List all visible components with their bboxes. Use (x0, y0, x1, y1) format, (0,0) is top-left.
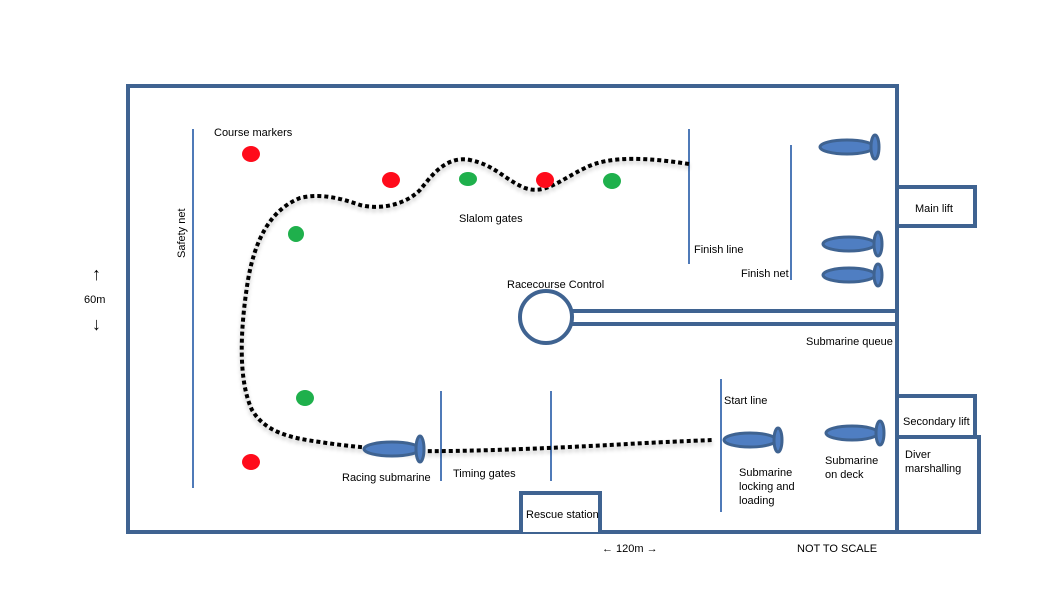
racing-submarine-label: Racing submarine (342, 472, 431, 484)
diver-marshalling-label-2: marshalling (905, 463, 962, 475)
diver-marshalling-label-1: Diver (905, 449, 931, 461)
submarine-queue-label: Submarine queue (806, 336, 893, 348)
safety-net-label: Safety net (176, 208, 188, 258)
submarine-loading (722, 426, 784, 454)
diver-marshalling-box (895, 435, 981, 534)
rescue-station-label: Rescue station (526, 509, 599, 521)
finish-net-label: Finish net (741, 268, 789, 280)
main-lift-label: Main lift (915, 203, 953, 215)
scale-height-label: 60m (84, 294, 106, 306)
submarine-on-deck-label-1: Submarine (825, 455, 879, 467)
course-marker-red (242, 146, 260, 162)
racing-submarine (362, 434, 426, 464)
course-markers-label: Course markers (214, 127, 293, 139)
submarine-locking-label-1: Submarine (739, 467, 793, 479)
queued-submarine-1 (818, 133, 881, 161)
course-marker-red (536, 172, 554, 188)
rescue-station-box (519, 491, 602, 532)
submarine-locking-label-3: loading (739, 495, 775, 507)
secondary-lift-label: Secondary lift (903, 416, 970, 428)
slalom-gates-label: Slalom gates (459, 213, 523, 225)
submarine-locking-label-2: locking and (739, 481, 795, 493)
arrow-down-icon: ↓ (92, 314, 101, 334)
course-marker-green (296, 390, 314, 406)
course-marker-green (603, 173, 621, 189)
submarine-on-deck (824, 419, 886, 447)
queued-submarine-3 (821, 262, 884, 288)
racecourse-control-label: Racecourse Control (507, 279, 605, 291)
course-marker-green (288, 226, 304, 242)
timing-gates-label: Timing gates (453, 468, 516, 480)
course-marker-red (382, 172, 400, 188)
submarine-on-deck-label-2: on deck (825, 469, 864, 481)
not-to-scale-label: NOT TO SCALE (797, 543, 878, 555)
scale-width-label: ← 120m → (602, 543, 658, 555)
queued-submarine-2 (821, 230, 884, 258)
start-line-label: Start line (724, 395, 768, 407)
course-marker-red (242, 454, 260, 470)
race-path (239, 156, 713, 454)
racecourse-control-circle (518, 289, 574, 345)
arrow-up-icon: ↑ (92, 264, 101, 284)
course-marker-green (459, 172, 477, 186)
finish-line-label: Finish line (694, 244, 744, 256)
